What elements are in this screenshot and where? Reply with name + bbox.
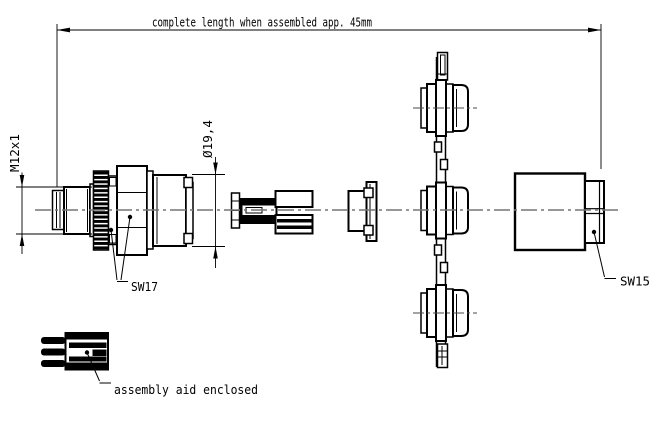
diameter-label-text: Ø19,4: [201, 120, 215, 158]
inner-sleeve: [347, 181, 378, 242]
grommet-centerlines: [413, 107, 477, 314]
sw15-label-text: SW15: [620, 275, 650, 289]
sw15-label: SW15: [591, 229, 650, 289]
assembly-aid-label-text: assembly aid enclosed: [114, 383, 258, 397]
sw17-label: SW17: [108, 214, 158, 294]
grommet-strip: [420, 51, 469, 369]
diameter-dimension: Ø19,4: [192, 120, 225, 268]
thread-label-text: M12x1: [8, 134, 22, 172]
overall-dimension-text: complete length when assembled app. 45mm: [152, 16, 372, 30]
sw17-label-text: SW17: [131, 280, 158, 294]
assembly-aid-tool: [41, 332, 109, 371]
overall-dimension: complete length when assembled app. 45mm: [56, 16, 602, 187]
m12-thread-dimension: M12x1: [8, 134, 92, 254]
end-cap: [513, 172, 605, 252]
assembly-aid-label: assembly aid enclosed: [84, 350, 258, 397]
